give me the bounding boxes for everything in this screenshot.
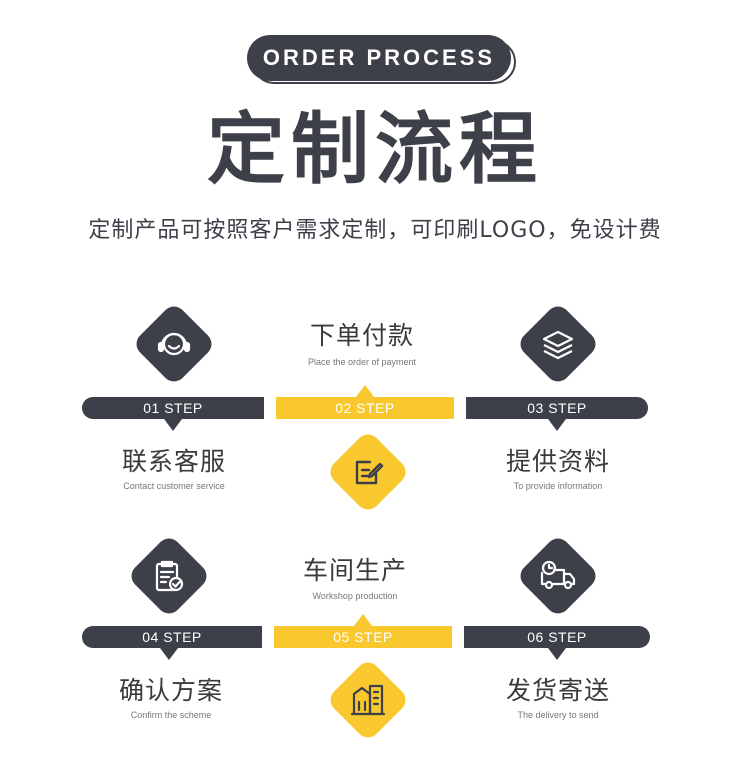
headset-icon <box>157 332 191 356</box>
step-2-title: 下单付款 <box>309 321 414 350</box>
step-2-diamond <box>325 429 411 515</box>
step-2-subtitle: Place the order of payment <box>307 357 417 367</box>
step-1-subtitle: Contact customer service <box>123 481 225 491</box>
step-6-pointer <box>548 648 566 660</box>
step-3-bar: 03 STEP <box>466 397 648 419</box>
step-4-diamond <box>126 533 212 619</box>
step-6-subtitle: The delivery to send <box>517 710 599 720</box>
step-2-pointer <box>356 385 374 397</box>
step-5-title: 车间生产 <box>302 556 407 585</box>
step-1-title: 联系客服 <box>121 447 226 476</box>
step-5-subtitle: Workshop production <box>312 591 398 601</box>
step-4-bar: 04 STEP <box>82 626 262 648</box>
step-1-pointer <box>164 419 182 431</box>
step-6-bar: 06 STEP <box>464 626 650 648</box>
edit-note-icon <box>355 460 384 485</box>
step-4-title: 确认方案 <box>118 676 223 705</box>
step-2-bar: 02 STEP <box>276 397 454 419</box>
step-1-bar: 01 STEP <box>82 397 264 419</box>
step-3-diamond <box>515 301 601 387</box>
step-1-diamond <box>131 301 217 387</box>
step-6-diamond <box>515 533 601 619</box>
step-3-subtitle: To provide information <box>513 481 603 491</box>
factory-building-icon <box>350 684 386 716</box>
order-process-badge: ORDER PROCESS <box>247 35 511 81</box>
page-subtitle: 定制产品可按照客户需求定制，可印刷LOGO，免设计费 <box>88 218 662 243</box>
step-4-pointer <box>160 648 178 660</box>
step-3-pointer <box>548 419 566 431</box>
step-5-pointer <box>354 614 372 626</box>
step-6-title: 发货寄送 <box>505 676 610 705</box>
step-5-bar: 05 STEP <box>274 626 452 648</box>
layers-icon <box>542 330 574 360</box>
page-title: 定制流程 <box>206 105 543 195</box>
step-5-diamond <box>325 657 411 743</box>
clipboard-check-icon <box>155 560 184 592</box>
step-4-subtitle: Confirm the scheme <box>130 710 212 720</box>
step-3-title: 提供资料 <box>505 447 610 476</box>
delivery-truck-icon <box>540 560 576 590</box>
